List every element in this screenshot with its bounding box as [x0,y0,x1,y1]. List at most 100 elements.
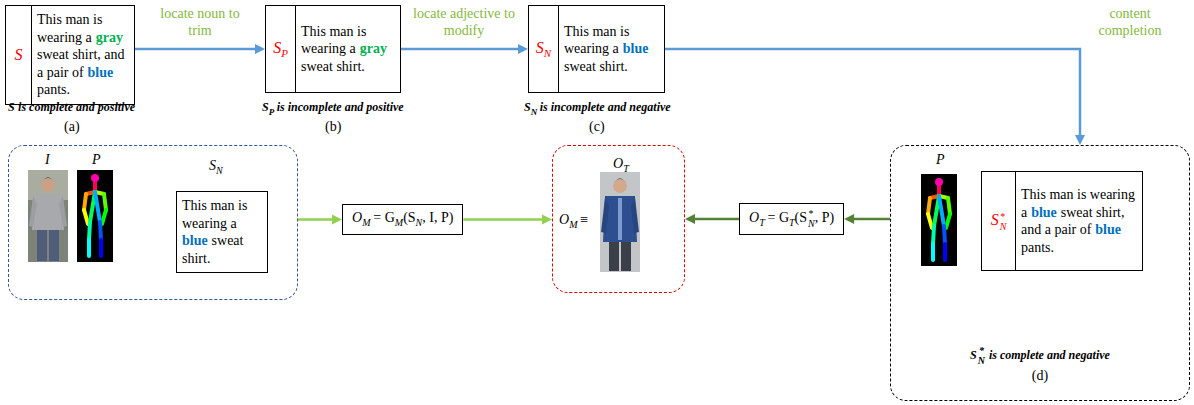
caption-text: N [531,107,538,117]
text-run: (b) [325,119,341,134]
sentence-symbol: P [281,47,288,59]
connector-line [298,218,334,221]
head [41,178,55,192]
text-piece: OM≡ [559,212,588,231]
caption-text: P [269,107,275,117]
color-word: gray [360,41,387,56]
math-symbol: I [45,152,50,167]
formula-box: OT= GT(S*N, P) [739,203,844,235]
text-run: This man is wearing a [182,198,247,231]
text-run: (a) [64,119,80,134]
text-flow: This man is wearing abluesweat shirt. [182,197,262,267]
sub-sup-stack: *N [978,346,985,366]
symbol-cell: S*N [982,172,1016,270]
symbol-cell: SP [266,6,296,92]
caption: SPis incomplete and positive [262,99,404,118]
hair [41,178,55,184]
text-run: This man is wearing a [37,12,102,45]
connector [298,214,342,224]
text-run: (S [795,210,807,225]
text-piece: (d) [891,368,1189,385]
connector-line [852,218,890,221]
person-photo [28,170,68,262]
arrow-head [685,214,695,224]
pants [37,230,47,261]
caption: (b) [325,119,341,136]
color-word: blue [1031,205,1057,220]
symbol-cell: S [6,6,32,104]
connector [665,49,1085,145]
connector-line [693,218,739,221]
symbol-wrap: S [15,45,23,65]
pose-map [921,174,957,266]
sentence-symbol: S [15,46,23,63]
text-run: , P) [815,210,834,225]
symbol-wrap: SP [273,38,288,60]
text-run: (d) [1032,368,1048,383]
sentence-symbol: S [536,39,544,56]
math-symbol: O [613,156,623,171]
caption-text: S [970,348,977,362]
arm [29,196,37,227]
caption-text: is complete and negative [989,348,1110,362]
caption-text: is incomplete and negative [540,100,671,114]
caption: (a) [64,119,80,136]
math-symbol: M [569,219,577,230]
caption-text: * [978,346,985,356]
text-run: ≡ [580,212,588,227]
connector-line [463,218,544,221]
arrow-head [255,44,265,54]
sub-sup-stack: *N [808,209,815,229]
arrow-head [332,214,342,224]
head [613,179,627,193]
symbol-wrap: S*N [991,210,1007,232]
caption-text: N [978,356,985,366]
person-photo [600,172,640,272]
caption: Sis complete and positive [8,99,135,116]
math-symbol: T [623,163,629,174]
sub-sup-stack: *N [1000,212,1007,232]
text-cell: This man is wearing agraysweat shirt. [296,6,400,92]
zipper [618,198,622,240]
pants [621,242,631,271]
caption-text: S [262,100,269,114]
sentence-box: This man is wearing abluesweat shirt. [176,191,268,273]
pants [49,230,59,261]
sentence-symbol: S [991,211,999,228]
math-symbol: T [789,217,795,228]
edge-label: locate noun to trim [152,6,248,40]
caption-text: is complete and positive [18,100,135,114]
math-symbol: M [362,217,370,228]
text-piece: SN [209,158,223,177]
pose-map [77,170,113,262]
sentence-symbol: N [1000,222,1007,232]
math-symbol: P [936,152,945,167]
symbol-wrap: SN [536,38,551,60]
text-run: , I, P) [422,210,453,225]
math-symbol: * [808,209,815,219]
connector [685,214,739,224]
connector-line [665,49,1080,137]
hair [613,179,627,185]
color-word: blue [88,65,114,80]
photo-ground [600,172,640,272]
text-run: = G [767,210,789,225]
sentence-symbol: S [273,39,281,56]
formula-box: OM= GM(SN, I, P) [342,204,463,235]
color-word: gray [96,30,123,45]
arrow-head [1075,135,1085,145]
group-region: PS*Nis complete and negative(d)S*NThis m… [890,145,1190,401]
edge-label: content completion [1090,6,1170,40]
photo-ground [28,170,68,262]
sentence-box: S*N This man is wearing abluesweat shirt,… [981,171,1143,271]
arm [59,196,67,227]
math-symbol: N [808,219,815,229]
text-cell: This man is wearing abluesweat shirt. [177,192,267,272]
text-flow: This man is wearing abluesweat shirt, an… [1021,186,1137,256]
text-run: This man is wearing a [564,24,629,57]
arrow-head [844,214,854,224]
text-piece: S*Nis complete and negative [891,346,1189,366]
arm [631,198,639,233]
sentence-box: SThis man is wearing agraysweat shirt, a… [5,5,135,105]
arrow-head [542,214,552,224]
